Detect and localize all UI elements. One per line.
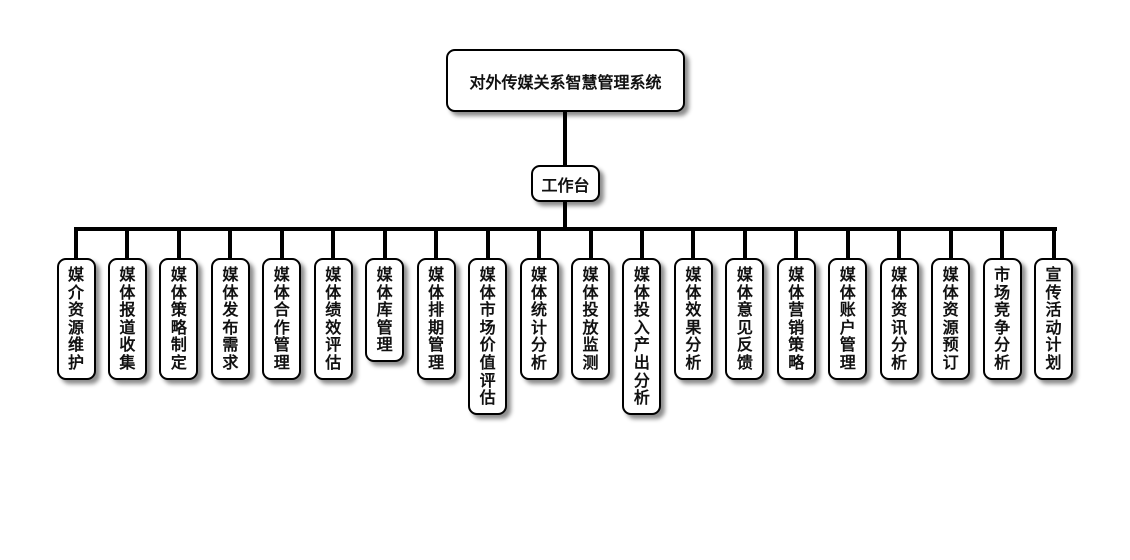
leaf-label: 媒体资源预订: [942, 265, 959, 372]
leaf-connector: [537, 229, 542, 259]
hub-label: 工作台: [541, 175, 590, 195]
leaf-label: 媒体意见反馈: [736, 265, 753, 372]
leaf-node: 媒体效果分析: [673, 258, 713, 380]
leaf-connector: [897, 229, 902, 259]
leaf-node: 宣传活动计划: [1034, 258, 1074, 380]
leaf-node: 媒体策略制定: [159, 258, 199, 380]
leaf-node: 媒体意见反馈: [725, 258, 765, 380]
leaf-label: 媒体发布需求: [222, 265, 239, 372]
leaf-connector: [742, 229, 747, 259]
leaf-label: 媒介资源维护: [67, 265, 84, 372]
leaf-label: 媒体统计分析: [531, 265, 548, 372]
leaf-node: 媒介资源维护: [56, 258, 96, 380]
leaf-label: 媒体账户管理: [839, 265, 856, 372]
leaf-node: 媒体统计分析: [519, 258, 559, 380]
root-connector: [563, 111, 567, 166]
leaf-node: 媒体报道收集: [107, 258, 147, 380]
leaf-label: 媒体营销策略: [788, 265, 805, 372]
leaf-label: 媒体效果分析: [685, 265, 702, 372]
leaf-node: 媒体投放监测: [571, 258, 610, 380]
leaf-label: 市场竞争分析: [994, 265, 1011, 372]
leaf-label: 媒体库管理: [376, 265, 393, 355]
leaf-label: 媒体排期管理: [428, 265, 445, 372]
leaf-node: 媒体营销策略: [776, 258, 816, 380]
leaf-label: 媒体投入产出分析: [633, 265, 650, 408]
leaf-node: 媒体发布需求: [210, 258, 250, 380]
branch-bar: [74, 227, 1057, 231]
leaf-node: 媒体资讯分析: [879, 258, 919, 380]
leaf-connector: [279, 229, 284, 259]
leaf-label: 媒体合作管理: [273, 265, 290, 372]
root-node: 对外传媒关系智慧管理系统: [446, 49, 685, 112]
leaf-connector: [331, 229, 336, 259]
leaf-connector: [691, 229, 696, 259]
leaf-node: 媒体绩效评估: [313, 258, 353, 380]
leaf-label: 媒体投放监测: [582, 265, 599, 372]
leaf-connector: [845, 229, 850, 259]
leaf-node: 媒体资源预订: [931, 258, 971, 380]
leaf-label: 媒体报道收集: [119, 265, 136, 372]
leaf-node: 市场竞争分析: [982, 258, 1022, 380]
leaf-node: 媒体合作管理: [262, 258, 302, 380]
leaf-connector: [1000, 229, 1005, 259]
hub-node: 工作台: [531, 165, 600, 202]
leaf-connector: [948, 229, 953, 259]
leaf-node: 媒体账户管理: [828, 258, 868, 380]
leaf-node: 媒体库管理: [365, 258, 405, 362]
leaf-connector: [1051, 229, 1056, 259]
leaf-connector: [588, 229, 593, 259]
leaf-connector: [382, 229, 387, 259]
hub-connector: [563, 201, 567, 231]
leaf-node: 媒体投入产出分析: [622, 258, 662, 415]
leaf-connector: [176, 229, 181, 259]
leaf-label: 媒体绩效评估: [325, 265, 342, 372]
leaf-connector: [228, 229, 233, 259]
leaf-label: 媒体市场价值评估: [479, 265, 496, 408]
leaf-connector: [639, 229, 644, 259]
leaf-connector: [434, 229, 439, 259]
leaf-connector: [794, 229, 799, 259]
leaf-label: 宣传活动计划: [1045, 265, 1062, 372]
leaf-connector: [485, 229, 490, 259]
leaf-node: 媒体排期管理: [416, 258, 456, 380]
root-label: 对外传媒关系智慧管理系统: [469, 72, 662, 92]
leaf-label: 媒体策略制定: [170, 265, 187, 372]
leaf-connector: [125, 229, 130, 259]
leaf-label: 媒体资讯分析: [891, 265, 908, 372]
leaf-connector: [74, 229, 78, 259]
leaf-node: 媒体市场价值评估: [468, 258, 508, 415]
